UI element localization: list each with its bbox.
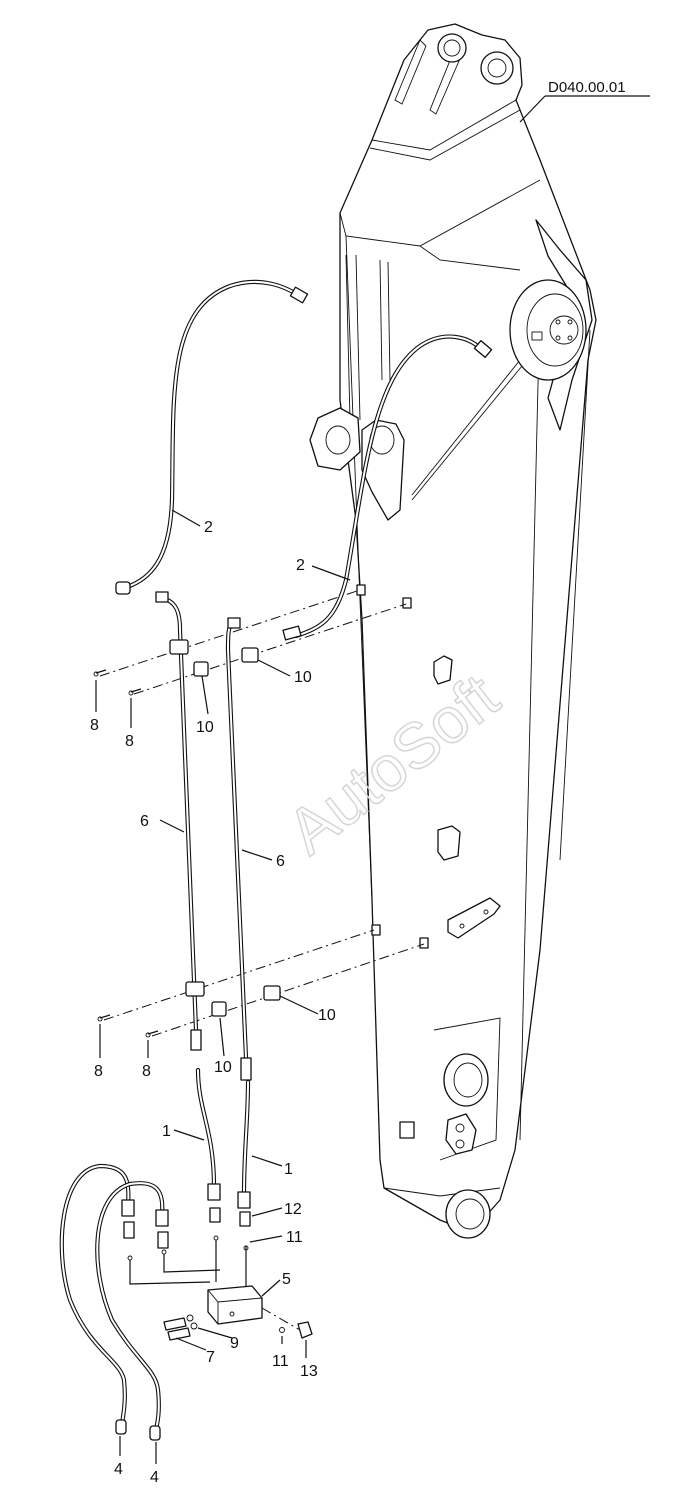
callout-10b: 10 bbox=[196, 719, 214, 736]
valve-block bbox=[127, 1235, 313, 1341]
callout-6a: 6 bbox=[140, 813, 149, 830]
callout-8c: 8 bbox=[94, 1063, 103, 1080]
callout-8b: 8 bbox=[125, 733, 134, 750]
boom-arm bbox=[309, 23, 597, 1239]
callout-10d: 10 bbox=[214, 1059, 232, 1076]
bolts bbox=[93, 669, 159, 1038]
callout-11a: 11 bbox=[286, 1229, 303, 1246]
clamps bbox=[169, 639, 281, 1017]
callout-5: 5 bbox=[282, 1271, 291, 1288]
fittings bbox=[115, 286, 493, 1441]
callout-6b: 6 bbox=[276, 853, 285, 870]
callout-12: 12 bbox=[284, 1201, 302, 1218]
callout-8d: 8 bbox=[142, 1063, 151, 1080]
callout-9: 9 bbox=[230, 1335, 239, 1352]
callout-8a: 8 bbox=[90, 717, 99, 734]
callout-4a: 4 bbox=[114, 1461, 123, 1478]
leader-lines bbox=[95, 95, 650, 1464]
callout-11b: 11 bbox=[272, 1353, 289, 1370]
drawing-reference: D040.00.01 bbox=[548, 79, 626, 96]
callout-2b: 2 bbox=[296, 557, 305, 574]
labels: D040.00.01 2 2 10 10 8 8 6 6 10 10 8 8 1… bbox=[90, 79, 626, 1486]
callout-13: 13 bbox=[300, 1363, 318, 1380]
callout-7: 7 bbox=[206, 1349, 215, 1366]
callout-10c: 10 bbox=[318, 1007, 336, 1024]
callout-10a: 10 bbox=[294, 669, 312, 686]
callout-1a: 1 bbox=[162, 1123, 171, 1140]
callout-4b: 4 bbox=[150, 1469, 159, 1486]
callout-1b: 1 bbox=[284, 1161, 293, 1178]
callout-2a: 2 bbox=[204, 519, 213, 536]
